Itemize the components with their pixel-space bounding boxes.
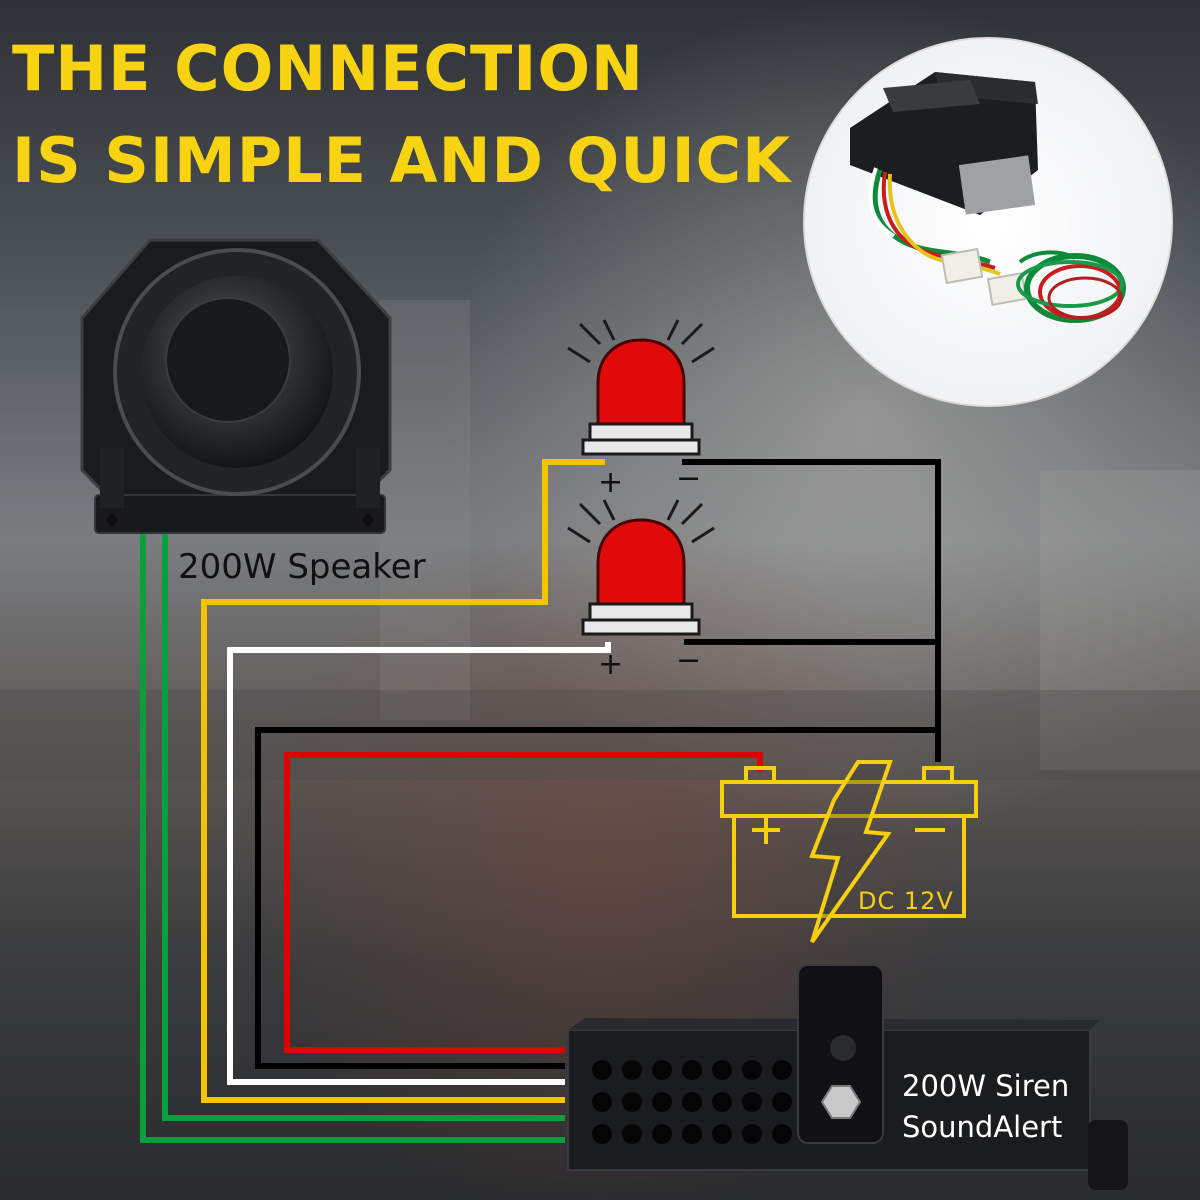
headline-line-1: THE CONNECTION [12, 32, 644, 105]
beacon-1-minus: − [676, 461, 701, 496]
wires [140, 459, 941, 1143]
speaker-icon [80, 238, 392, 534]
battery-voltage-label: DC 12V [858, 887, 954, 915]
wire-black-beacon-1 [682, 459, 941, 762]
battery-icon [720, 766, 978, 918]
beacon-light-icon: + − [567, 319, 715, 500]
wire-green-outer [140, 534, 565, 1143]
siren-label-line-1: 200W Siren [902, 1069, 1069, 1103]
siren-label-line-2: SoundAlert [902, 1110, 1062, 1144]
wire-white [227, 642, 611, 1085]
beacon-light-icon: + − [567, 499, 715, 682]
wire-yellow [201, 459, 605, 1103]
wire-red [284, 752, 763, 1053]
beacon-2-minus: − [676, 643, 701, 678]
wire-green-inner [162, 534, 565, 1121]
headline-line-2: IS SIMPLE AND QUICK [12, 124, 792, 197]
wiring-harness-photo [803, 37, 1173, 407]
beacon-2-plus: + [598, 647, 623, 682]
beacon-1-plus: + [598, 465, 623, 500]
siren-box-icon [567, 964, 1128, 1190]
lightning-bolt-icon [809, 760, 893, 944]
speaker-label: 200W Speaker [178, 547, 426, 587]
